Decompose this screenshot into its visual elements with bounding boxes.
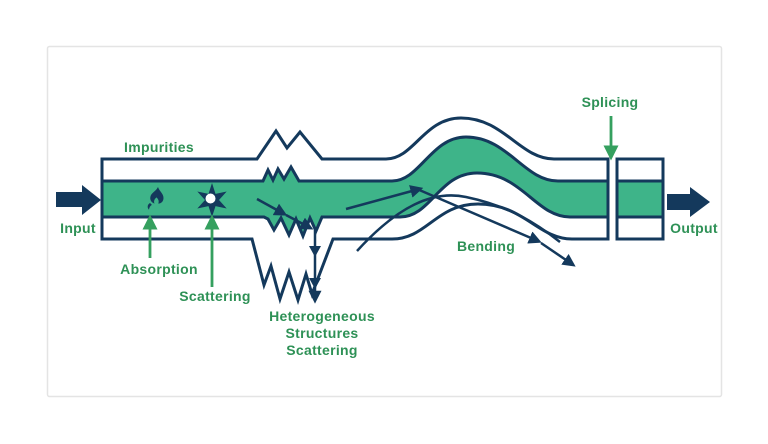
- input-arrow-icon: [56, 185, 101, 215]
- flame-icon: [147, 187, 164, 210]
- starburst-icon: [197, 183, 227, 217]
- bending-curved-ray: [356, 194, 561, 252]
- bending-escape-ray-tail: [540, 241, 576, 267]
- input-label: Input: [60, 220, 96, 236]
- output-arrow-icon: [667, 187, 710, 217]
- heterogeneous-label-line1: Heterogeneous: [269, 308, 375, 324]
- splice-segment: [615, 157, 665, 241]
- scattered-ray-arrowhead: [309, 278, 321, 289]
- heterogeneous-label-line2: Structures: [285, 325, 358, 341]
- output-label: Output: [670, 220, 718, 236]
- splicing-label: Splicing: [582, 94, 639, 110]
- guided-light-ray: [345, 185, 424, 211]
- scattered-ray: [285, 213, 314, 230]
- scattered-ray-arrowhead: [309, 246, 321, 257]
- absorption-label: Absorption: [120, 261, 198, 277]
- bending-label: Bending: [457, 238, 515, 254]
- fiber-core-shape: [100, 135, 610, 241]
- scattered-ray: [256, 197, 288, 216]
- heterogeneous-label-line3: Scattering: [286, 342, 357, 358]
- impurities-label: Impurities: [124, 139, 194, 155]
- scattering-label: Scattering: [179, 288, 250, 304]
